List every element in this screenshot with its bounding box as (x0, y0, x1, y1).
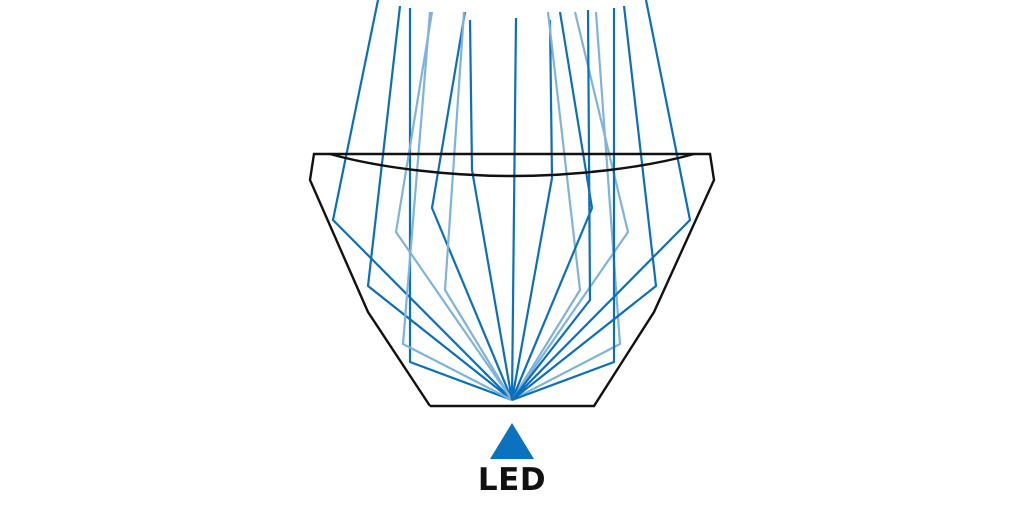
light-ray (394, 11, 513, 401)
lens-top-surface (329, 152, 695, 178)
light-ray (511, 11, 630, 401)
light-ray (430, 11, 514, 401)
led-triangle-icon (490, 423, 534, 459)
light-ray (510, 11, 594, 401)
light-ray (401, 11, 513, 401)
light-ray (511, 5, 658, 401)
light-ray (511, 8, 616, 402)
light-ray (408, 8, 513, 402)
light-ray (443, 11, 513, 401)
light-ray (331, 0, 513, 401)
lens-outline (308, 152, 716, 408)
tir-lens (308, 152, 716, 408)
light-ray (511, 11, 582, 401)
led-label: LED (477, 462, 547, 498)
light-ray (510, 17, 518, 401)
light-ray (511, 9, 592, 401)
light-ray (366, 5, 513, 401)
light-ray (510, 19, 554, 401)
light-ray (511, 0, 692, 401)
light-ray (468, 19, 514, 401)
light-ray (511, 11, 622, 401)
light-rays (331, 0, 692, 402)
